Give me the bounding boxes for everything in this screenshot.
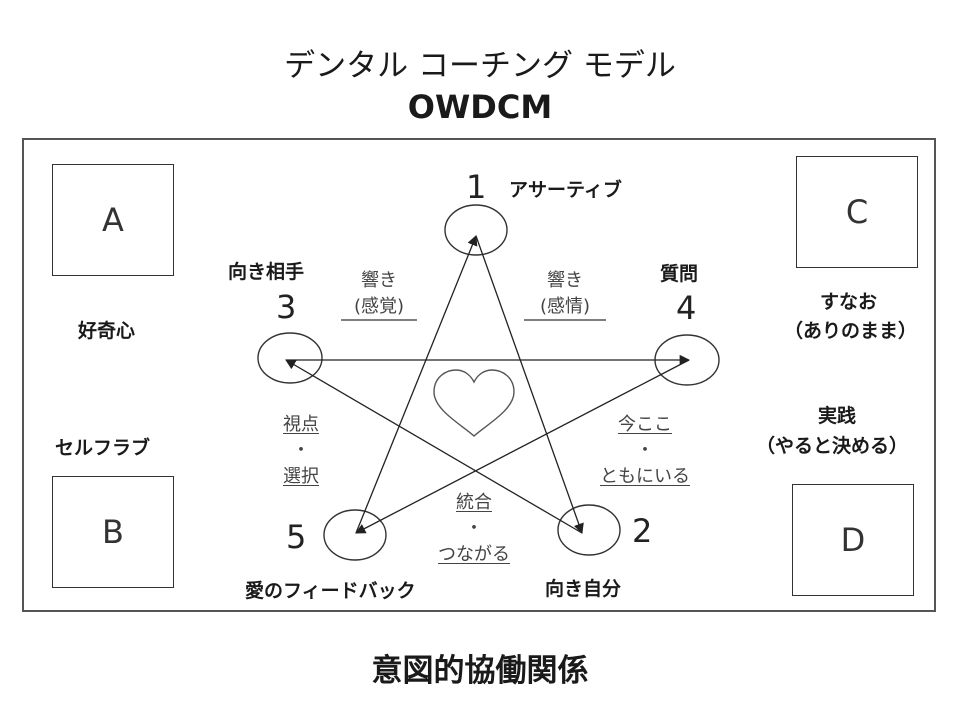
edge-text: 響き — [547, 270, 583, 291]
edge-text: つながる — [438, 544, 510, 565]
edge-text: 響き — [361, 270, 397, 291]
label-curiosity: 好奇心 — [78, 320, 136, 342]
label-self-love: セルフラブ — [55, 437, 151, 459]
title-main: デンタル コーチング モデル — [284, 48, 676, 84]
node-5-circle — [323, 509, 387, 561]
label-arinomama: （ありのまま） — [784, 320, 918, 342]
node-5-label: 愛のフィードバック — [245, 580, 416, 602]
node-1-label: アサーティブ — [509, 179, 622, 201]
label-decide: （やると決める） — [756, 435, 909, 457]
node-2-label: 向き自分 — [545, 578, 622, 600]
label-sunao: すなお — [820, 291, 878, 313]
box-d: D — [792, 484, 914, 596]
node-1-circle — [444, 204, 508, 256]
node-4-label: 質問 — [660, 263, 699, 285]
edge-dot: ・ — [292, 440, 310, 461]
arrow-5-to-1 — [355, 235, 478, 534]
edge-text: 統合 — [456, 492, 492, 513]
node-4-number: 4 — [676, 289, 697, 327]
edge-label-integration: 統合 ・ つながる — [424, 490, 524, 568]
edge-text: ともにいる — [600, 466, 690, 487]
edge-label-sensation: 響き (感覚) — [336, 268, 422, 320]
box-c: C — [796, 156, 918, 268]
node-2-number: 2 — [632, 512, 653, 550]
node-2-circle — [557, 504, 621, 556]
node-3-circle — [257, 332, 323, 384]
edge-text: (感情) — [539, 296, 591, 317]
edge-text: (感覚) — [353, 296, 405, 317]
edge-label-here-now: 今ここ ・ ともにいる — [590, 412, 700, 490]
edge-label-viewpoint: 視点 ・ 選択 — [266, 412, 336, 490]
diagram-frame — [22, 138, 936, 612]
title-subtitle: OWDCM — [407, 88, 553, 126]
edge-text: 今ここ — [618, 414, 672, 435]
node-3-label: 向き相手 — [228, 261, 305, 283]
edge-dot: ・ — [636, 440, 654, 461]
bottom-title: 意図的協働関係 — [371, 653, 589, 689]
node-5-number: 5 — [286, 518, 307, 556]
edge-label-emotion: 響き (感情) — [522, 268, 608, 320]
arrow-2-to-3 — [285, 359, 583, 534]
heart-icon — [433, 369, 515, 437]
node-3-number: 3 — [276, 288, 297, 326]
arrow-4-to-5 — [355, 359, 690, 534]
edge-dot: ・ — [465, 518, 483, 539]
edge-text: 選択 — [283, 466, 319, 487]
node-1-number: 1 — [466, 168, 487, 206]
label-practice: 実践 — [818, 405, 857, 427]
arrow-1-to-2 — [475, 235, 584, 534]
edge-text: 視点 — [283, 414, 319, 435]
box-a: A — [52, 164, 174, 276]
box-b: B — [52, 476, 174, 588]
